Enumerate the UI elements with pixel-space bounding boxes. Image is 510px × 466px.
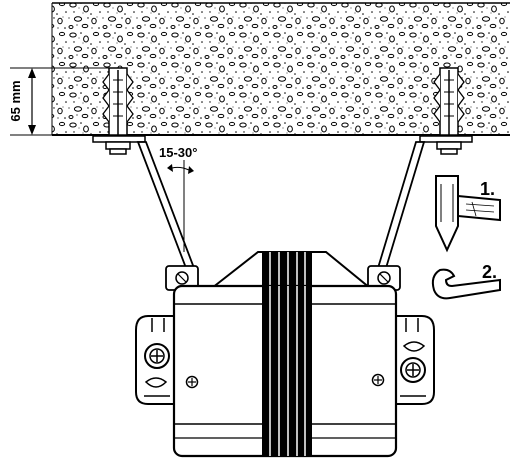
right-device-clamp xyxy=(367,265,401,291)
body-screw-right xyxy=(371,373,385,387)
right-mounting-lug xyxy=(394,315,435,405)
step1-label: 1. xyxy=(480,179,495,199)
body-screw-left xyxy=(185,375,199,389)
right-bracket xyxy=(376,141,426,269)
angle-label: 15-30° xyxy=(159,145,197,160)
angle-indicator: 15-30° xyxy=(159,145,197,252)
left-wall-anchor xyxy=(102,67,134,136)
wrench-icon xyxy=(431,268,501,300)
left-mounting-lug xyxy=(135,315,176,405)
device-body xyxy=(172,284,398,458)
left-bracket xyxy=(136,141,196,269)
right-screw-head xyxy=(419,135,473,155)
device-top-housing xyxy=(209,251,373,289)
right-wall-anchor xyxy=(433,67,465,136)
left-screw-head xyxy=(92,135,146,155)
depth-dimension: 65 mm xyxy=(8,67,118,136)
step2-label: 2. xyxy=(482,262,497,282)
depth-label: 65 mm xyxy=(8,80,23,121)
hammer-icon xyxy=(435,175,501,253)
